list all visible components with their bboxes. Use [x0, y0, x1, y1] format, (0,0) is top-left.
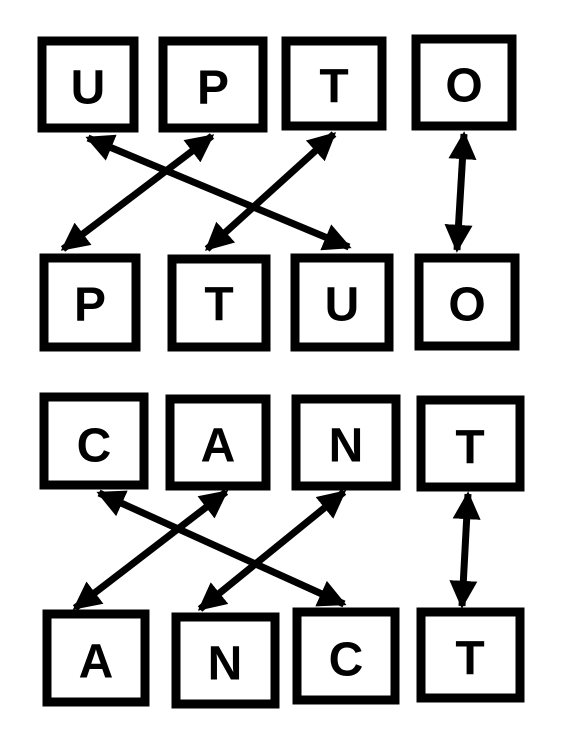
tile-letter: P [74, 279, 106, 332]
tile-top-3: T [281, 36, 387, 131]
tile-top-2: A [165, 394, 271, 491]
double-headed-arrow-icon [204, 131, 337, 252]
tile-bottom-1: P [39, 253, 141, 352]
tile-letter: C [77, 420, 112, 473]
tile-bottom-3: U [290, 253, 394, 352]
double-headed-arrow-icon [449, 491, 481, 609]
tile-top-2: P [158, 36, 268, 133]
double-headed-arrow-icon [60, 133, 215, 252]
tile-letter: T [455, 633, 484, 686]
tile-letter: T [455, 422, 484, 475]
tile-letter: T [319, 61, 348, 114]
double-headed-arrow-icon [197, 489, 347, 612]
tile-letter: C [329, 634, 364, 687]
tile-top-3: N [291, 394, 401, 491]
tile-letter: T [204, 279, 233, 332]
tile-letter: P [197, 62, 229, 115]
tile-letter: N [329, 420, 364, 473]
tile-top-4: O [411, 34, 517, 131]
double-headed-arrow-icon [444, 131, 477, 253]
tile-top-1: C [39, 392, 149, 490]
tile-letter: U [71, 62, 106, 115]
tile-bottom-3: C [292, 607, 400, 705]
tile-bottom-2: N [171, 612, 280, 709]
double-headed-arrow-icon [72, 489, 229, 611]
tile-letter: U [325, 279, 360, 332]
tile-bottom-2: T [167, 254, 271, 352]
tile-bottom-4: T [416, 607, 525, 703]
tile-top-4: T [416, 395, 525, 492]
tile-letter: A [201, 420, 236, 473]
word-group-2: C A N T A N C T [39, 392, 525, 709]
tile-bottom-1: A [42, 609, 150, 707]
tile-letter: O [445, 60, 482, 113]
tile-letter: N [208, 638, 243, 691]
tile-letter: A [79, 636, 114, 689]
tile-bottom-4: O [414, 253, 520, 351]
tile-letter: O [448, 279, 485, 332]
tile-top-1: U [37, 36, 139, 133]
word-group-1: U P T O P T U O [37, 34, 520, 352]
